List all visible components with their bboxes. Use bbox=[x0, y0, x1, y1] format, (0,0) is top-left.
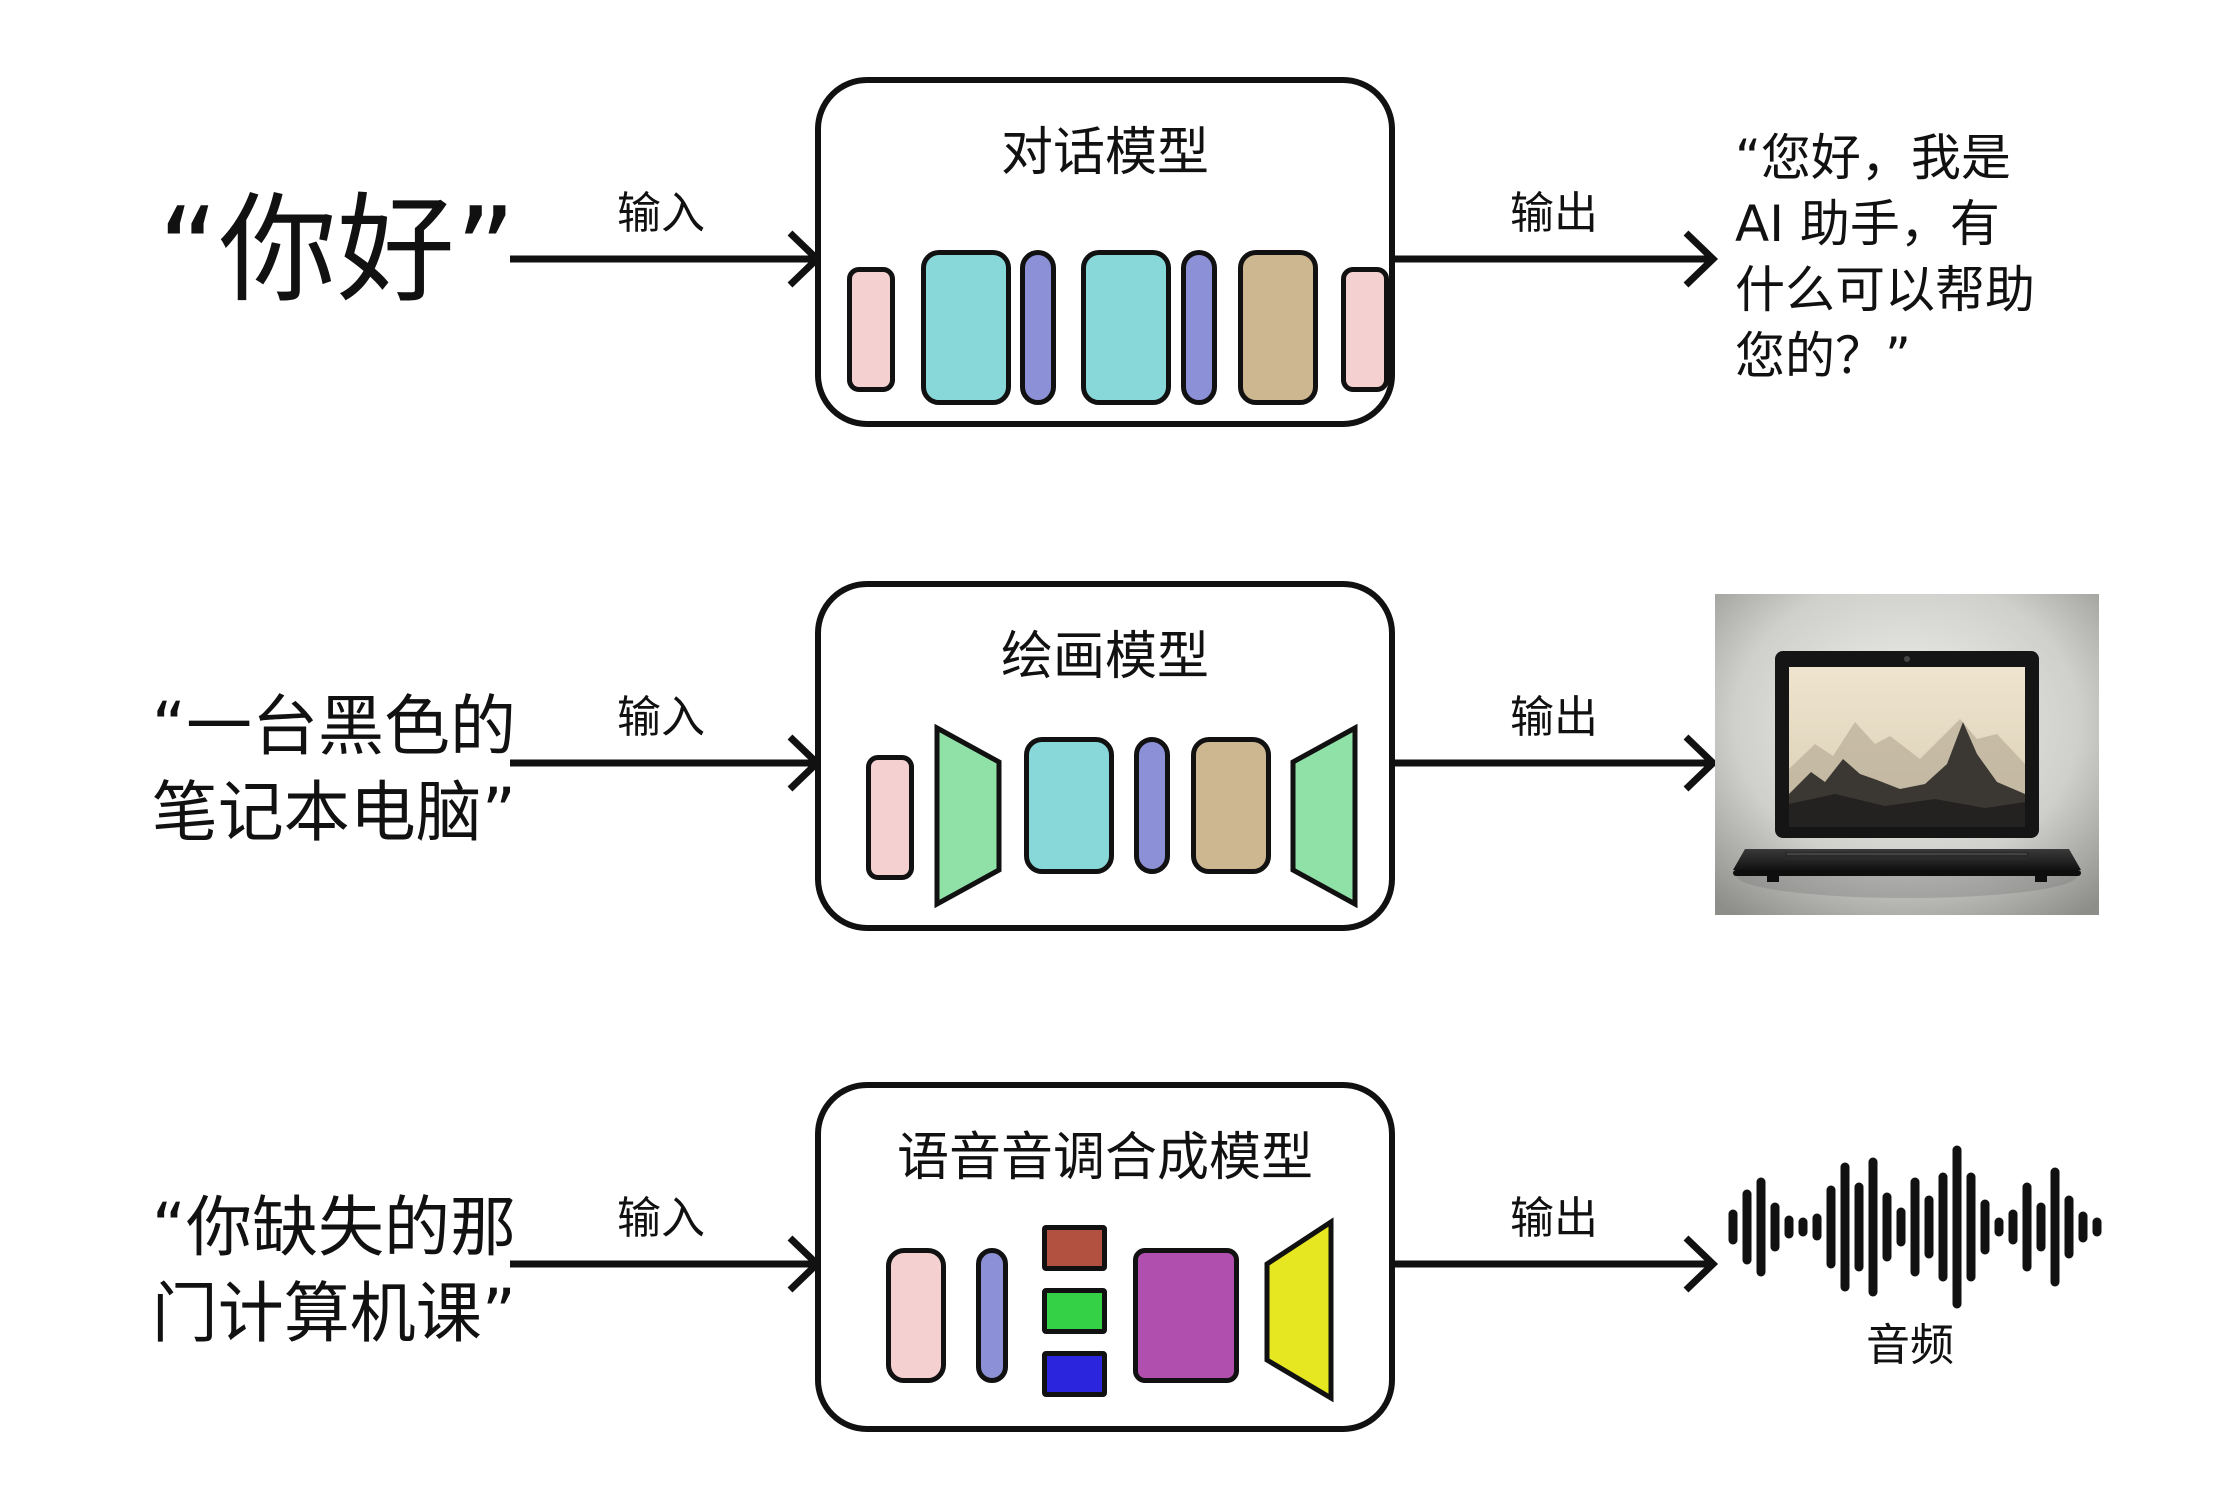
input-text-course: “你缺失的那 门计算机课” bbox=[151, 1189, 516, 1352]
drawing-model-box: 绘画模型 bbox=[815, 581, 1395, 931]
pink-layer-block bbox=[886, 1248, 946, 1383]
pink-layer-block bbox=[847, 267, 895, 392]
output-arrow bbox=[1395, 1235, 1719, 1293]
pink-layer-block bbox=[866, 755, 914, 880]
laptop-output-image bbox=[1715, 594, 2099, 915]
output-arrow bbox=[1395, 230, 1719, 288]
brick-layer-block bbox=[1042, 1225, 1107, 1271]
input-arrow-label: 输入 bbox=[617, 1193, 705, 1244]
green-encoder-trapezoid bbox=[934, 723, 1002, 909]
input-text-hello: “你好” bbox=[157, 181, 516, 319]
output-arrow-label: 输出 bbox=[1510, 1193, 1598, 1244]
input-arrow bbox=[510, 1235, 823, 1293]
blue-layer-block bbox=[976, 1248, 1008, 1383]
tan-layer-block bbox=[1191, 737, 1271, 874]
laptop-illustration bbox=[1715, 594, 2099, 915]
dialogue-model-row: “你好” 输入 对话模型 输出 “您好，我是 AI 助手，有 什么可以帮助 您的… bbox=[0, 77, 2236, 437]
input-arrow-label: 输入 bbox=[617, 692, 705, 743]
cyan-layer-block bbox=[1081, 250, 1171, 405]
audio-caption: 音频 bbox=[1866, 1320, 1954, 1371]
blue-layer-block bbox=[1020, 250, 1056, 405]
cyan-layer-block bbox=[1024, 737, 1114, 874]
input-text-laptop: “一台黑色的 笔记本电脑” bbox=[151, 688, 516, 851]
output-arrow bbox=[1395, 734, 1719, 792]
cyan-layer-block bbox=[921, 250, 1011, 405]
drawing-model-row: “一台黑色的 笔记本电脑” 输入 绘画模型 输出 bbox=[0, 581, 2236, 941]
tan-layer-block bbox=[1238, 250, 1318, 405]
green-layer-block bbox=[1042, 1288, 1107, 1334]
pink-layer-block bbox=[1341, 267, 1389, 392]
dialogue-model-box: 对话模型 bbox=[815, 77, 1395, 427]
audio-waveform-icon bbox=[1728, 1145, 2102, 1309]
output-arrow-label: 输出 bbox=[1510, 692, 1598, 743]
output-text-response: “您好，我是 AI 助手，有 什么可以帮助 您的？” bbox=[1735, 129, 2035, 385]
output-arrow-label: 输出 bbox=[1510, 188, 1598, 239]
purple-layer-block bbox=[1133, 1248, 1239, 1383]
speech-synthesis-model-box: 语音音调合成模型 bbox=[815, 1082, 1395, 1432]
input-arrow bbox=[510, 230, 823, 288]
input-arrow-label: 输入 bbox=[617, 188, 705, 239]
yellow-decoder-trapezoid bbox=[1264, 1217, 1334, 1403]
input-arrow bbox=[510, 734, 823, 792]
model-title: 对话模型 bbox=[1000, 123, 1209, 183]
blue-small-layer-block bbox=[1042, 1351, 1107, 1397]
blue-layer-block bbox=[1181, 250, 1217, 405]
blue-layer-block bbox=[1134, 737, 1170, 874]
model-title: 绘画模型 bbox=[1000, 627, 1209, 687]
model-title: 语音音调合成模型 bbox=[896, 1128, 1313, 1188]
green-decoder-trapezoid bbox=[1290, 723, 1358, 909]
speech-model-row: “你缺失的那 门计算机课” 输入 语音音调合成模型 输出 bbox=[0, 1082, 2236, 1442]
